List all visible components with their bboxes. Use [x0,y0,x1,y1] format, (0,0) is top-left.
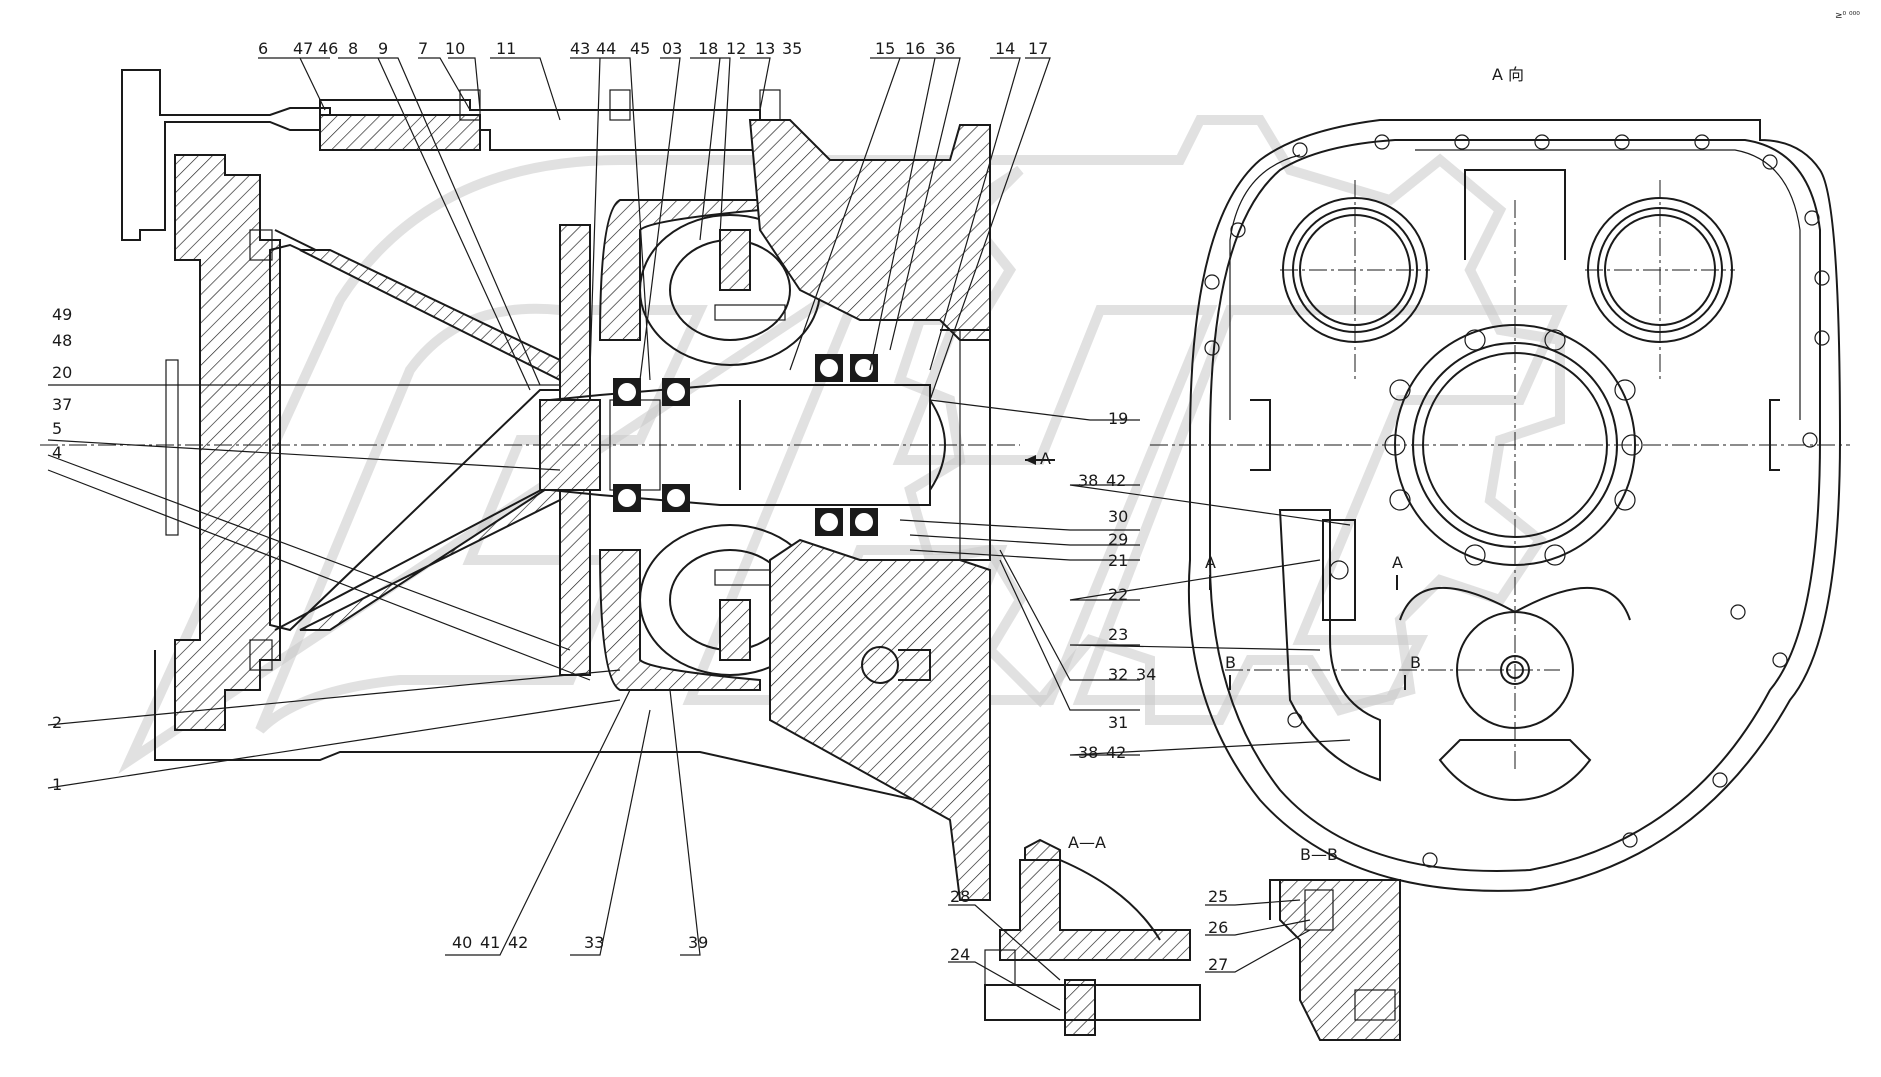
callout-22: 22 [1108,585,1128,604]
callout-25: 25 [1208,887,1228,906]
callout-28: 28 [950,887,970,906]
section-aa [984,838,1201,1036]
callouts: 6 47 46 8 9 7 10 11 43 44 45 03 18 12 13… [52,11,1860,974]
callout-7: 7 [418,39,428,58]
callout-26: 26 [1208,918,1228,937]
callout-29: 29 [1108,530,1128,549]
callout-13: 13 [755,39,775,58]
callout-30: 30 [1108,507,1128,526]
section-bb-label: B—B [1300,845,1338,864]
a-view-outline [1187,119,1842,892]
centerlines [40,180,1850,770]
callout-11: 11 [496,39,516,58]
arrow-b-right-label: B [1410,653,1421,672]
callout-21: 21 [1108,551,1128,570]
section-bb [1269,879,1401,1041]
bearings [613,354,878,536]
callout-1: 1 [52,775,62,794]
bolt-holes [1204,134,1830,868]
callout-46: 46 [318,39,338,58]
callout-38b: 38 [1078,743,1098,762]
callout-6: 6 [258,39,268,58]
section-arrows [1025,455,1406,690]
callout-42b: 42 [1106,743,1126,762]
callout-43: 43 [570,39,590,58]
callout-32: 32 [1108,665,1128,684]
arrow-a-left-label: A [1205,553,1216,572]
callout-35: 35 [782,39,802,58]
arrow-a-right-label: A [1392,553,1403,572]
callout-47: 47 [293,39,313,58]
callout-03: 03 [662,39,682,58]
callout-18: 18 [698,39,718,58]
callout-33: 33 [584,933,604,952]
arrow-a-label: A [1040,449,1051,468]
callout-24: 24 [950,945,970,964]
callout-41: 41 [480,933,500,952]
callout-23: 23 [1108,625,1128,644]
callout-5: 5 [52,419,62,438]
arrow-b-left-label: B [1225,653,1236,672]
torque-converter [598,199,821,691]
section-aa-label: A—A [1068,833,1106,852]
callout-31: 31 [1108,713,1128,732]
callout-10: 10 [445,39,465,58]
callout-12: 12 [726,39,746,58]
callout-17: 17 [1028,39,1048,58]
callout-48: 48 [52,331,72,350]
callout-8: 8 [348,39,358,58]
callout-42c: 42 [508,933,528,952]
callout-37: 37 [52,395,72,414]
callout-4: 4 [52,443,62,462]
top-bracket [319,89,781,151]
callout-27: 27 [1208,955,1228,974]
callout-49: 49 [52,305,72,324]
callout-42: 42 [1106,471,1126,490]
callout-34: 34 [1136,665,1156,684]
callout-40: 40 [452,933,472,952]
leader-lines [47,57,1351,1011]
callout-45: 45 [630,39,650,58]
callout-14: 14 [995,39,1015,58]
view-a-label: A 向 [1492,65,1524,84]
callout-38: 38 [1078,471,1098,490]
callout-20: 20 [52,363,72,382]
callout-15: 15 [875,39,895,58]
callout-16: 16 [905,39,925,58]
callout-19: 19 [1108,409,1128,428]
callout-36: 36 [935,39,955,58]
callout-9: 9 [378,39,388,58]
callout-44: 44 [596,39,616,58]
callout-2: 2 [52,713,62,732]
callout-39: 39 [688,933,708,952]
corner-note: ≥⁰ ⁰⁰⁰ [1835,11,1860,21]
